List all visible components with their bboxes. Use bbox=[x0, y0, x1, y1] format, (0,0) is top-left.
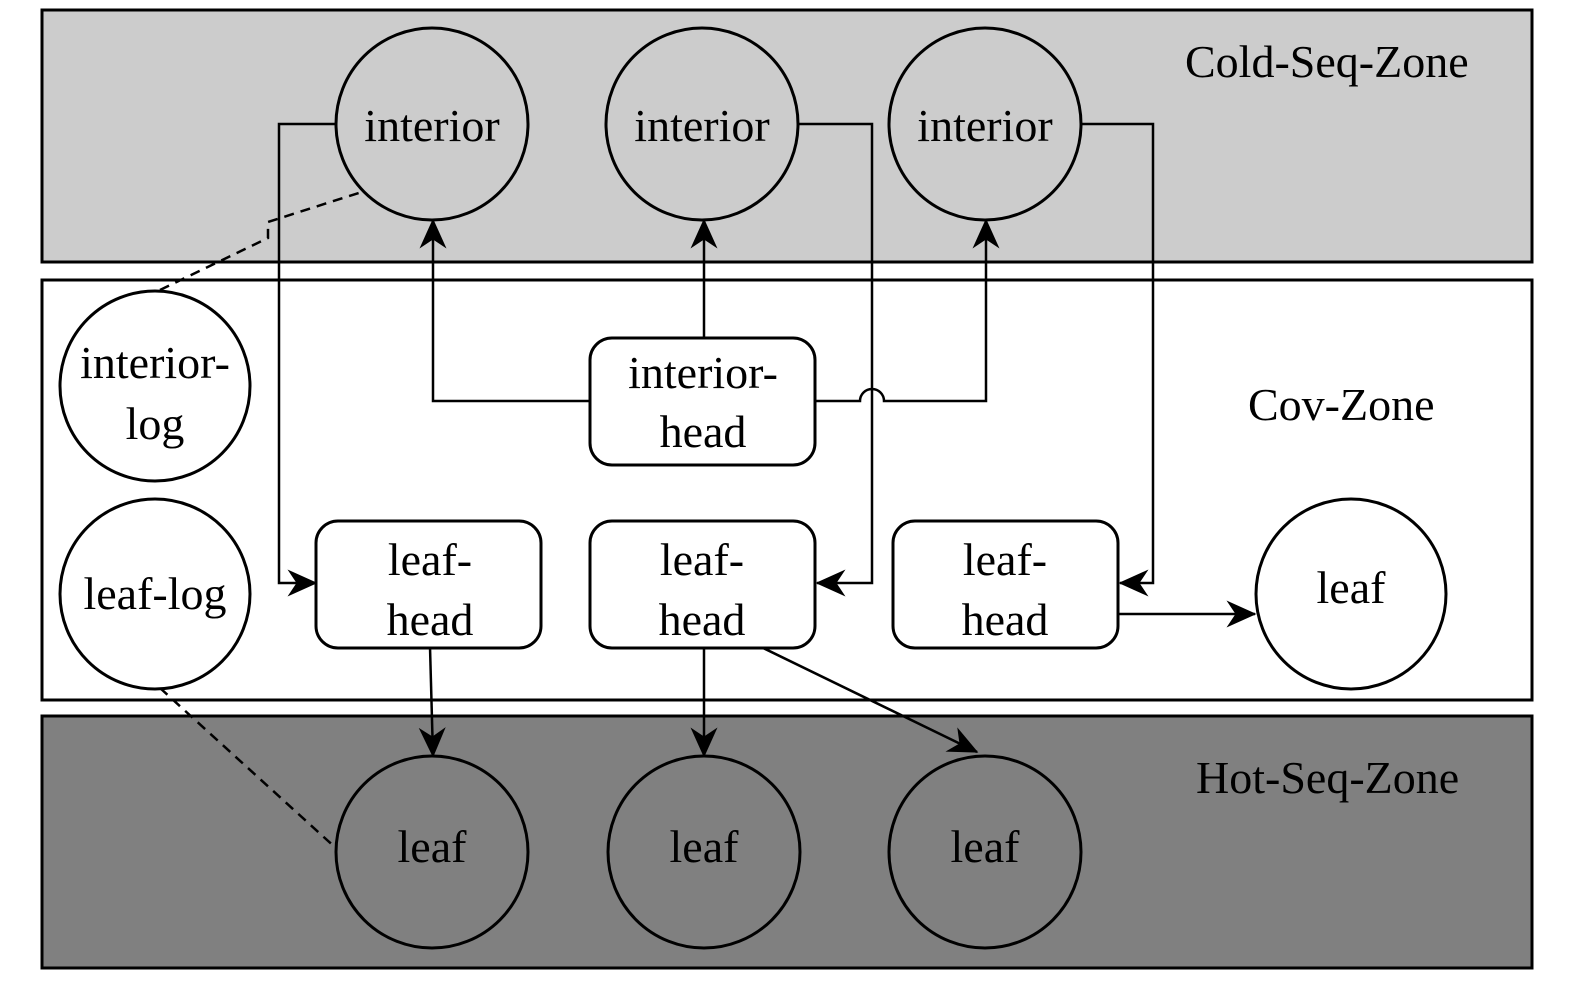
node-circle bbox=[604, 26, 800, 222]
node-label: leaf-log bbox=[83, 568, 226, 619]
cold-seq-zone-label: Cold-Seq-Zone bbox=[1185, 36, 1469, 87]
edge-interior-head-to-interior-3 bbox=[815, 218, 1000, 403]
leaf-log-node: leaf-log bbox=[58, 497, 252, 691]
edge-interior-1-to-leaf-head-1 bbox=[277, 122, 336, 597]
dashed-link-leaf-log bbox=[159, 687, 339, 851]
node-label: interior bbox=[917, 100, 1052, 151]
hot-leaf-node-1: leaf bbox=[334, 754, 530, 950]
node-circle bbox=[334, 754, 530, 950]
node-circle bbox=[887, 754, 1083, 950]
hot-leaf-node-2: leaf bbox=[606, 754, 802, 950]
node-circle bbox=[887, 26, 1083, 222]
node-box bbox=[891, 519, 1120, 650]
node-label: leaf bbox=[1317, 562, 1387, 613]
node-label-line-2: log bbox=[126, 398, 185, 449]
leaf-head-node-3: leaf- head bbox=[891, 519, 1120, 650]
node-circle bbox=[58, 497, 252, 691]
interior-head-node: interior- head bbox=[588, 336, 817, 467]
cov-zone-label: Cov-Zone bbox=[1248, 379, 1435, 430]
node-circle bbox=[58, 289, 252, 483]
node-label-line-2: head bbox=[962, 594, 1049, 645]
node-label: leaf bbox=[951, 821, 1021, 872]
edge-interior-head-to-interior-1 bbox=[419, 218, 592, 403]
edge-leaf-head-2-to-hot-leaf-3 bbox=[756, 643, 979, 754]
edges bbox=[159, 122, 1257, 851]
interior-log-node: interior- log bbox=[58, 289, 252, 483]
cold-interior-node-1: interior bbox=[334, 26, 530, 222]
leaf-head-node-2: leaf- head bbox=[588, 519, 817, 650]
node-box bbox=[588, 336, 817, 467]
node-circle bbox=[1254, 497, 1448, 691]
cold-interior-node-2: interior bbox=[604, 26, 800, 222]
cold-interior-node-3: interior bbox=[887, 26, 1083, 222]
node-label-line-1: leaf- bbox=[660, 534, 744, 585]
edge-leaf-head-1-to-hot-leaf-1 bbox=[418, 646, 446, 758]
edge-interior-2-to-leaf-head-2 bbox=[799, 122, 874, 597]
node-label-line-1: leaf- bbox=[963, 534, 1047, 585]
node-label-line-2: head bbox=[387, 594, 474, 645]
node-label-line-1: leaf- bbox=[388, 534, 472, 585]
node-label-line-1: interior- bbox=[80, 337, 230, 388]
edge-interior-3-to-leaf-head-3 bbox=[1081, 122, 1155, 597]
node-circle bbox=[606, 754, 802, 950]
node-circle bbox=[334, 26, 530, 222]
hot-leaf-node-3: leaf bbox=[887, 754, 1083, 950]
node-label-line-2: head bbox=[660, 406, 747, 457]
cov-leaf-node: leaf bbox=[1254, 497, 1448, 691]
node-label: interior bbox=[634, 100, 769, 151]
node-label: leaf bbox=[398, 821, 468, 872]
node-box bbox=[588, 519, 817, 650]
node-label: interior bbox=[364, 100, 499, 151]
node-label-line-2: head bbox=[659, 594, 746, 645]
node-label: leaf bbox=[670, 821, 740, 872]
node-box bbox=[314, 519, 543, 650]
dashed-link-interior-log bbox=[159, 188, 369, 292]
hot-seq-zone-label: Hot-Seq-Zone bbox=[1196, 752, 1459, 803]
node-label-line-1: interior- bbox=[628, 347, 778, 398]
leaf-head-node-1: leaf- head bbox=[314, 519, 543, 650]
